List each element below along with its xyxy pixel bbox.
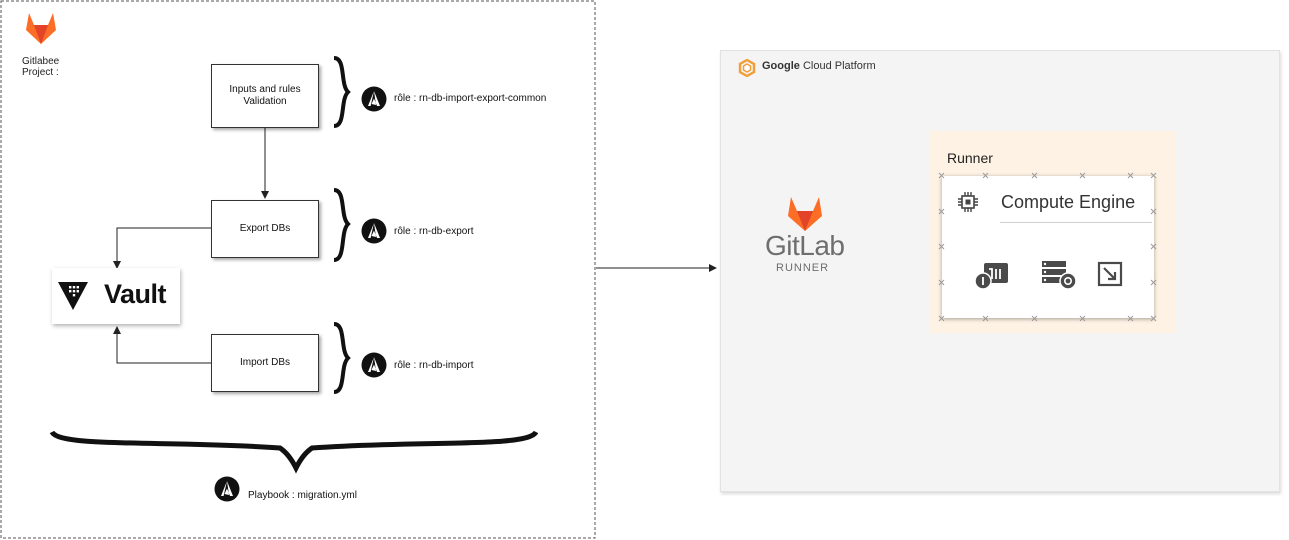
role-brace-3 [333, 322, 351, 394]
gcp-title: Google Cloud Platform [762, 60, 876, 72]
gcp-product: Cloud Platform [802, 60, 876, 72]
vault-label: Vault [104, 279, 167, 309]
vault-card[interactable]: Vault [52, 268, 180, 324]
server-stack-icon [1042, 261, 1077, 290]
arrow-import-to-vault [113, 326, 211, 364]
compute-engine-divider [1000, 222, 1152, 223]
task-validation-label: Inputs and rules Validation [229, 84, 301, 107]
project-label-line1: Gitlabee [22, 56, 60, 67]
compute-engine-title: Compute Engine [1001, 192, 1136, 212]
playbook-brace [49, 430, 539, 474]
gcp-logo-icon [738, 59, 756, 77]
ansible-icon [214, 476, 240, 502]
playbook-label: Playbook : migration.yml [248, 490, 357, 501]
gitlab-runner-logo-icon [788, 197, 822, 231]
task-import-box[interactable]: Import DBs [211, 334, 319, 392]
gitlab-logo-icon [26, 13, 56, 44]
task-export-box[interactable]: Export DBs [211, 200, 319, 258]
role-label-import: rôle : rn-db-import [394, 360, 474, 371]
gitlab-runner-subtitle: RUNNER [776, 262, 830, 274]
ansible-icon [361, 218, 387, 244]
task-import-label: Import DBs [239, 357, 290, 368]
gcp-brand: Google [762, 60, 800, 72]
resize-icon [1097, 261, 1123, 287]
chip-icon [958, 192, 978, 212]
runner-group-title: Runner [947, 150, 993, 166]
task-export-label: Export DBs [239, 223, 291, 234]
ansible-icon [361, 86, 387, 112]
role-brace-2 [333, 188, 351, 262]
project-label-line2: Project : [22, 67, 59, 78]
role-brace-1 [333, 56, 351, 128]
ansible-icon [361, 352, 387, 378]
node-badge-icon [974, 263, 1008, 290]
project-label: Gitlabee Project : [22, 56, 59, 78]
project-boundary [0, 0, 596, 539]
vault-logo-icon [58, 282, 88, 310]
role-label-common: rôle : rn-db-import-export-common [394, 93, 547, 104]
task-validation-box[interactable]: Inputs and rules Validation [211, 64, 319, 128]
gitlab-runner-title: GitLab [765, 230, 845, 261]
role-label-export: rôle : rn-db-export [394, 226, 474, 237]
arrow-export-to-vault [113, 227, 211, 269]
